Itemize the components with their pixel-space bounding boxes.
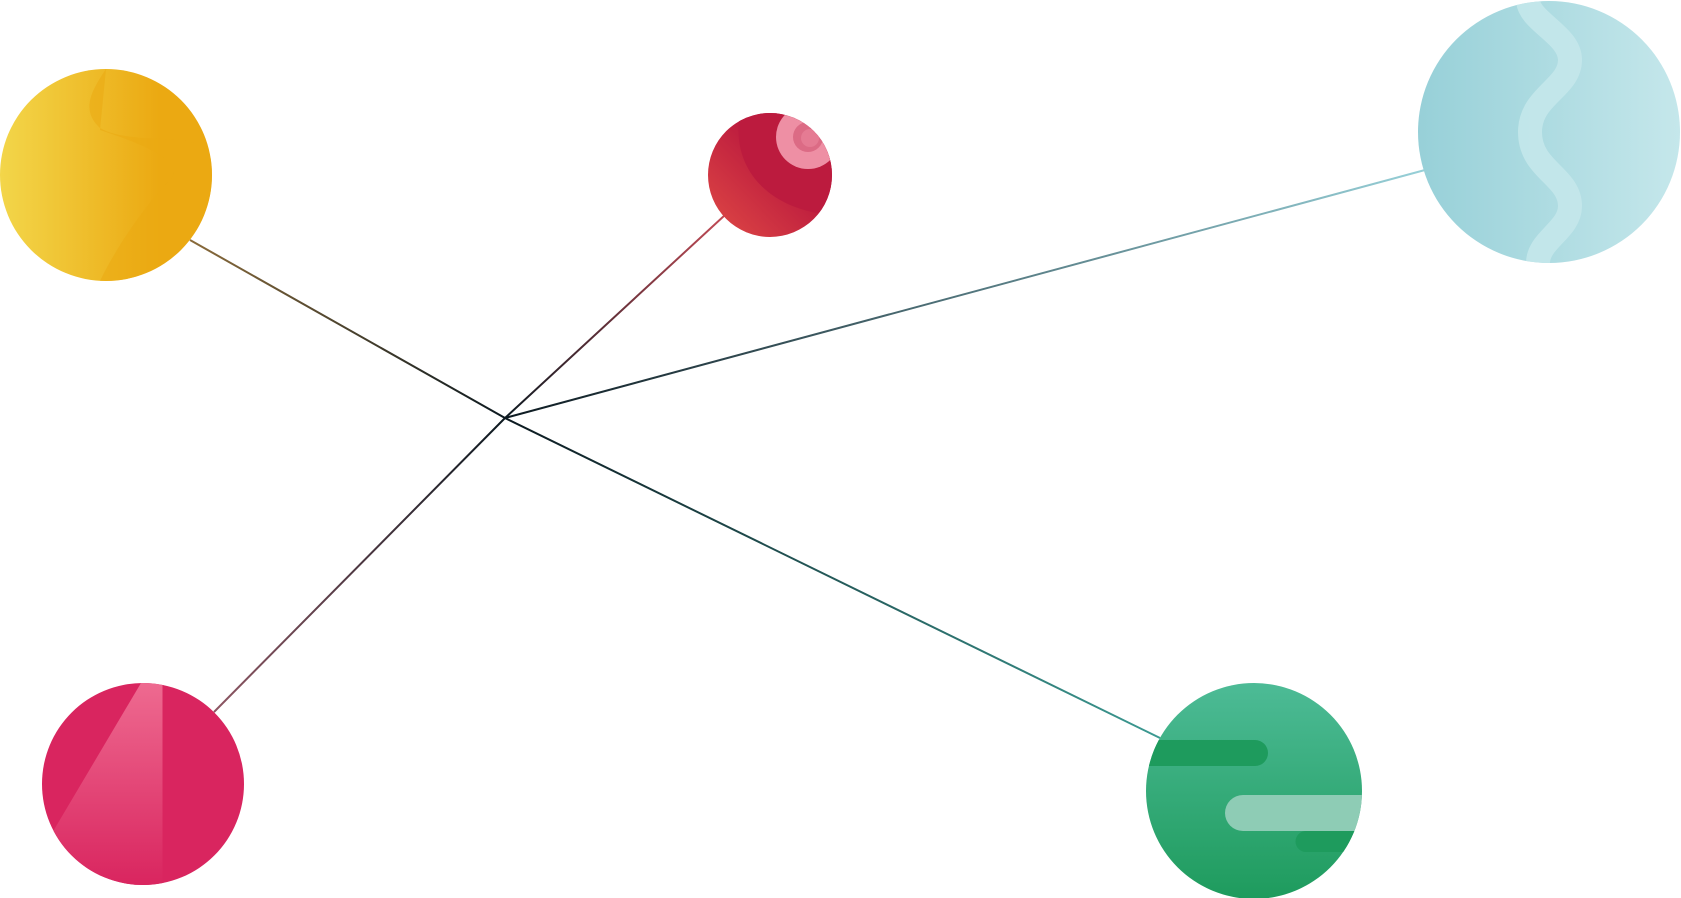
connector-lines: [189, 169, 1426, 739]
yellow-circle-node: [0, 69, 212, 281]
magenta-circle-node: [42, 683, 244, 885]
green-circle-node: [1146, 683, 1362, 898]
blue-circle-node: [1418, 1, 1680, 263]
connector-yellow: [189, 239, 506, 419]
connector-blue: [504, 169, 1426, 419]
connector-magenta: [213, 417, 506, 713]
connector-red: [504, 214, 726, 419]
connector-green: [504, 417, 1161, 739]
red-circle-node: [708, 113, 832, 237]
